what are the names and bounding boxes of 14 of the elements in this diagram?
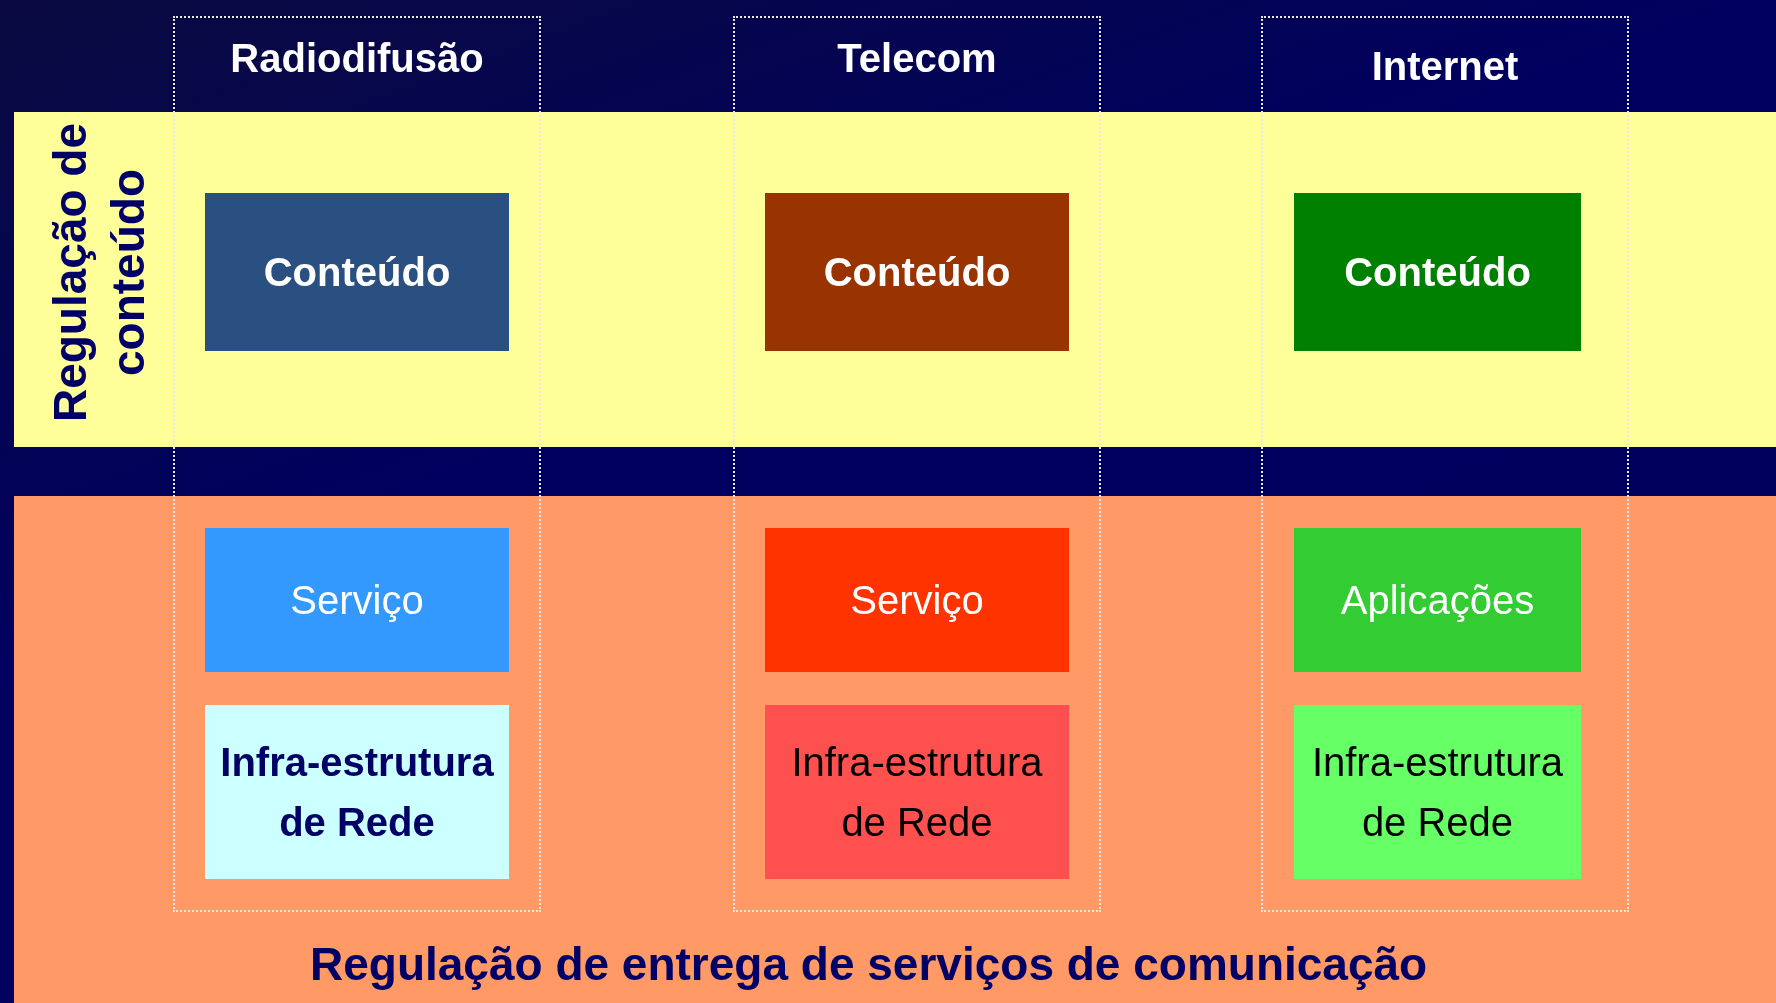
infrastructure-box: Infra-estrutura de Rede bbox=[1294, 705, 1581, 879]
content-box: Conteúdo bbox=[1294, 193, 1581, 351]
column-title: Radiodifusão bbox=[229, 36, 485, 81]
infrastructure-box: Infra-estrutura de Rede bbox=[765, 705, 1069, 879]
content-box: Conteúdo bbox=[205, 193, 509, 351]
content-box: Conteúdo bbox=[765, 193, 1069, 351]
band-title: Regulação de conteúdo bbox=[42, 121, 154, 425]
band-title: Regulação de entrega de serviços de comunicação bbox=[310, 937, 1428, 991]
applications-box: Aplicações bbox=[1294, 528, 1581, 672]
column-title: Internet bbox=[1370, 44, 1520, 89]
infrastructure-box: Infra-estrutura de Rede bbox=[205, 705, 509, 879]
service-box: Serviço bbox=[205, 528, 509, 672]
service-box: Serviço bbox=[765, 528, 1069, 672]
column-title: Telecom bbox=[836, 36, 998, 81]
